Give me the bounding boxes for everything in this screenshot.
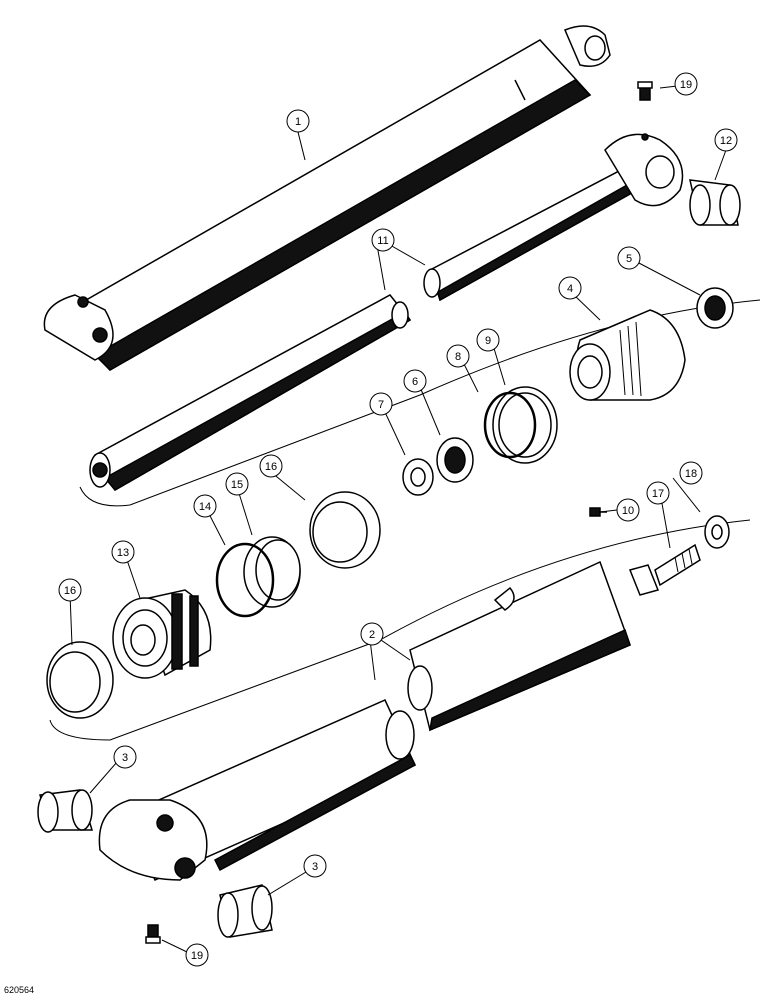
- callout-9: 9: [476, 328, 500, 352]
- callout-label: 4: [567, 283, 573, 295]
- washer-18: [704, 515, 730, 549]
- piston-13: [112, 589, 212, 679]
- screw-10: [589, 507, 607, 517]
- callout-19-upper: 19: [674, 72, 698, 96]
- callout-label: 3: [122, 752, 128, 764]
- wiper-seal-5: [696, 287, 734, 329]
- callout-17: 17: [646, 481, 670, 505]
- callout-label: 16: [265, 461, 277, 473]
- figure-id: 620564: [4, 985, 35, 995]
- callout-16-upper: 16: [259, 454, 283, 478]
- callout-label: 11: [377, 235, 388, 247]
- callout-label: 19: [191, 950, 203, 962]
- callout-label: 6: [412, 376, 418, 388]
- grease-fitting-19-lower: [145, 924, 161, 944]
- grease-fitting-19-upper: [637, 81, 653, 101]
- cylinder-tube-top: [43, 25, 611, 371]
- o-ring-8: [483, 391, 537, 459]
- bushing-12: [689, 179, 741, 226]
- callout-7: 7: [369, 392, 393, 416]
- callout-18: 18: [679, 461, 703, 485]
- callout-8: 8: [446, 344, 470, 368]
- callout-4: 4: [558, 276, 582, 300]
- callout-label: 8: [455, 351, 461, 363]
- assembly-guide-lines: [49, 299, 761, 741]
- callout-label: 18: [685, 468, 697, 480]
- callout-11: 11: [371, 228, 395, 252]
- callout-10: 10: [616, 498, 640, 522]
- washer-7: [402, 458, 434, 496]
- callout-14: 14: [193, 494, 217, 518]
- callout-label: 10: [622, 505, 634, 517]
- callout-label: 13: [117, 547, 129, 559]
- callout-label: 15: [231, 479, 243, 491]
- gland-4: [569, 309, 686, 401]
- wear-ring-16-lower: [46, 641, 114, 719]
- callout-label: 14: [199, 501, 211, 513]
- bolt-17: [628, 543, 701, 596]
- piston-rod-upper: [423, 133, 684, 302]
- callout-6: 6: [403, 369, 427, 393]
- callout-2: 2: [360, 622, 384, 646]
- callout-label: 16: [64, 585, 76, 597]
- callout-3-lower: 3: [303, 854, 327, 878]
- callout-16-lower: 16: [58, 578, 82, 602]
- callout-label: 9: [485, 335, 491, 347]
- bushing-3-lower: [217, 884, 273, 938]
- callout-3-upper: 3: [113, 745, 137, 769]
- callout-label: 1: [295, 116, 301, 128]
- callout-1: 1: [286, 109, 310, 133]
- callout-label: 17: [652, 488, 664, 500]
- callout-label: 2: [369, 629, 375, 641]
- callout-12: 12: [714, 128, 738, 152]
- wear-ring-16-upper: [309, 491, 381, 569]
- callout-label: 5: [626, 253, 632, 265]
- callout-15: 15: [225, 472, 249, 496]
- callout-19-lower: 19: [185, 943, 209, 967]
- callout-label: 7: [378, 399, 384, 411]
- callout-5: 5: [617, 246, 641, 270]
- seal-6: [436, 437, 474, 483]
- piston-rod-lower: [89, 294, 412, 492]
- callout-label: 3: [312, 861, 318, 873]
- callout-label: 19: [680, 79, 692, 91]
- cylinder-barrel-lower: [98, 560, 631, 881]
- callout-13: 13: [111, 540, 135, 564]
- callout-label: 12: [720, 135, 732, 147]
- bushing-3-upper: [37, 789, 94, 833]
- backup-ring-9: [492, 386, 558, 464]
- piston-seal-14: [215, 542, 275, 618]
